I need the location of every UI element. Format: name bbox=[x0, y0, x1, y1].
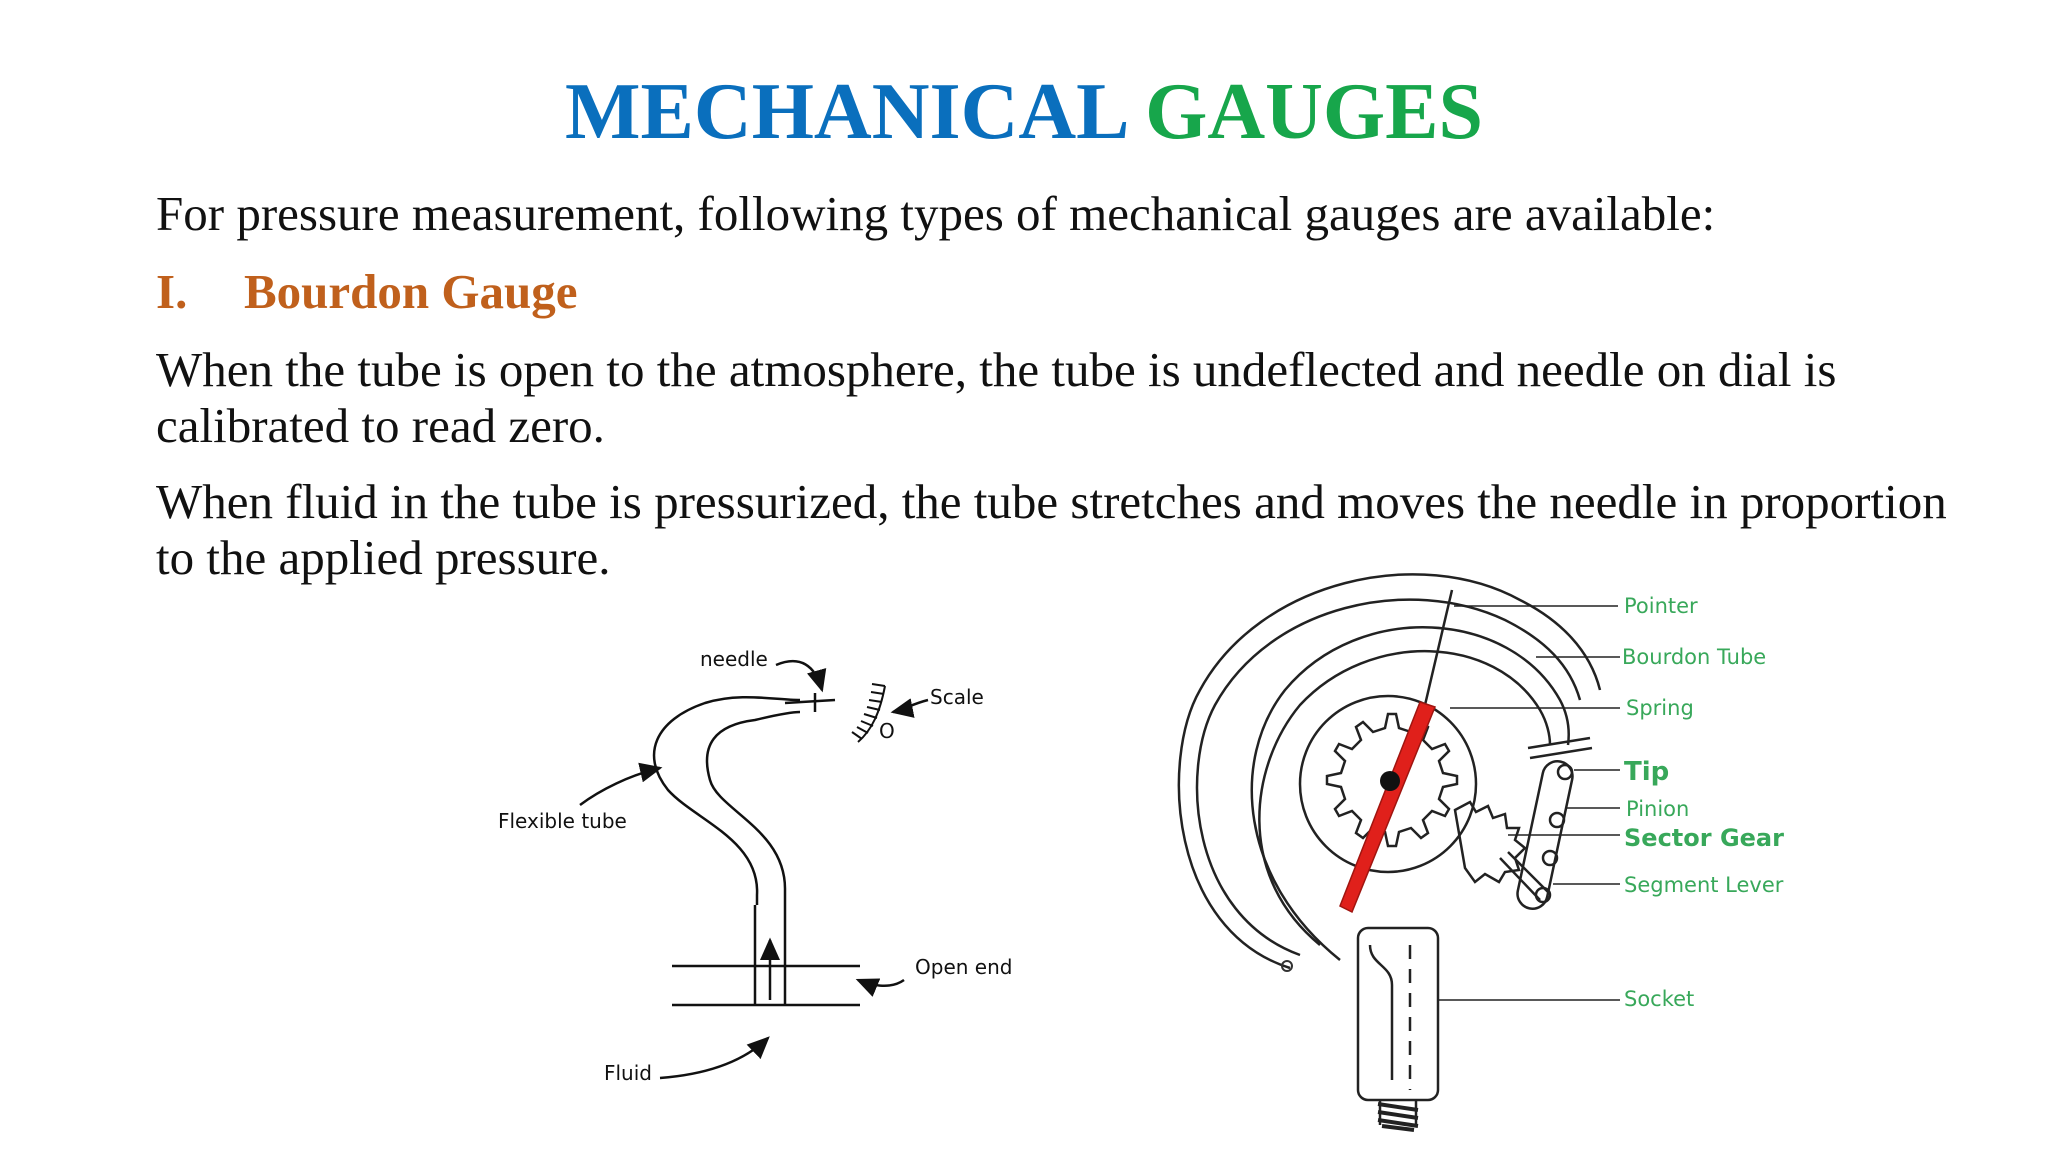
label-tip: Tip bbox=[1624, 757, 1669, 787]
flexible-tube-outer bbox=[652, 695, 801, 905]
pointer-needle bbox=[1339, 589, 1454, 914]
socket-thread bbox=[1377, 1102, 1419, 1132]
label-flexible-tube: Flexible tube bbox=[498, 809, 627, 833]
paragraph-open-tube: When the tube is open to the atmosphere,… bbox=[156, 342, 1837, 453]
right-bourdon-diagram bbox=[1177, 573, 1620, 1132]
label-socket: Socket bbox=[1624, 987, 1694, 1011]
label-needle: needle bbox=[700, 647, 768, 671]
title-part-gauges: GAUGES bbox=[1145, 68, 1483, 156]
label-scale: Scale bbox=[930, 685, 984, 709]
intro-text: For pressure measurement, following type… bbox=[156, 186, 1716, 241]
label-open-end: Open end bbox=[915, 955, 1012, 979]
socket-body bbox=[1356, 926, 1440, 1102]
spring-circle bbox=[1298, 694, 1478, 874]
slide-title: MECHANICAL GAUGES bbox=[0, 62, 2048, 162]
label-bourdon-tube: Bourdon Tube bbox=[1622, 645, 1766, 669]
label-pinion: Pinion bbox=[1626, 797, 1689, 821]
heading-number: I. bbox=[156, 264, 188, 319]
segment-lever bbox=[1516, 760, 1574, 910]
section-heading: I. Bourdon Gauge bbox=[156, 262, 578, 322]
label-segment-lever: Segment Lever bbox=[1624, 873, 1784, 897]
left-bourdon-diagram bbox=[579, 659, 929, 1080]
paragraph-pressurized-tube: When fluid in the tube is pressurized, t… bbox=[156, 474, 1947, 585]
sector-gear bbox=[1453, 800, 1527, 884]
needle-line bbox=[784, 698, 836, 705]
pinion-gear bbox=[1325, 712, 1459, 848]
label-zero: O bbox=[879, 719, 895, 743]
left-diagram-labels: needle Scale O Flexible tube Open end Fl… bbox=[498, 647, 1012, 1085]
right-diagram-labels: Pointer Bourdon Tube Spring Tip Pinion S… bbox=[1622, 594, 1784, 1011]
scale-ticks bbox=[851, 683, 886, 743]
label-sector-gear: Sector Gear bbox=[1624, 824, 1784, 852]
leader-lines bbox=[1438, 605, 1620, 1001]
title-part-mechanical: MECHANICAL bbox=[565, 68, 1126, 156]
pointer-pivot bbox=[1380, 771, 1400, 791]
label-pointer: Pointer bbox=[1624, 594, 1698, 618]
flexible-tube-inner bbox=[705, 710, 801, 1005]
label-spring: Spring bbox=[1626, 696, 1694, 720]
label-fluid: Fluid bbox=[604, 1061, 652, 1085]
outer-case-arc bbox=[1177, 573, 1602, 970]
heading-text: Bourdon Gauge bbox=[244, 264, 578, 319]
